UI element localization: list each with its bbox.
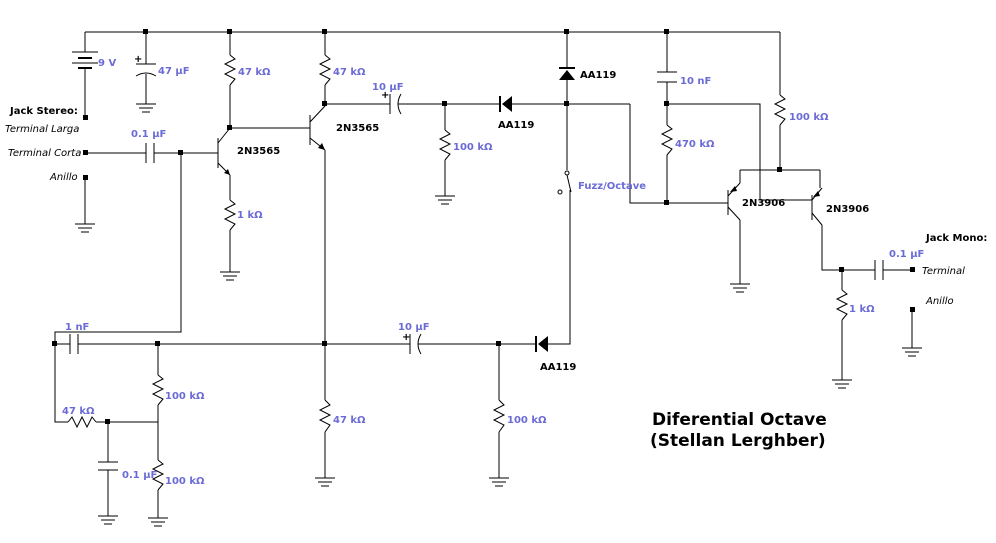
capacitor-c-coupling-bottom: + (402, 332, 422, 355)
r-diode-bottom-label: 100 kΩ (507, 415, 547, 426)
switch-fuzz-octave (557, 170, 572, 195)
jack-stereo-terminal-larga: Terminal Larga (5, 124, 79, 135)
battery-label: 9 V (98, 58, 116, 69)
diode-d2 (499, 96, 512, 112)
jack-mono-terminal: Terminal (922, 266, 965, 277)
resistor-r-bias-bottom (151, 459, 165, 491)
ground-symbols (75, 103, 922, 527)
resistor-r-diode-bottom (492, 399, 506, 433)
resistor-r-out (835, 289, 849, 321)
jack-stereo-heading: Jack Stereo: (9, 106, 78, 117)
q2-label: 2N3565 (336, 123, 379, 134)
r-bias-bottom-label: 100 kΩ (165, 476, 205, 487)
c-coupling-top-label: 10 µF (372, 82, 404, 93)
c-input-label: 0.1 µF (131, 129, 166, 140)
resistor-r-feedback (67, 415, 97, 429)
title-line2: (Stellan Lerghber) (650, 431, 826, 451)
capacitor-c-10n (657, 71, 677, 83)
c-supply-label: 47 µF (158, 66, 190, 77)
svg-text:+: + (402, 332, 410, 343)
jack-mono-heading: Jack Mono: (925, 233, 987, 244)
d2-label: AA119 (498, 120, 534, 131)
resistor-r-q2-emitter (318, 399, 332, 433)
r-feedback-label: 47 kΩ (62, 406, 95, 417)
resistor-r-bias-top (151, 374, 165, 406)
r-diode-top-label: 100 kΩ (453, 142, 493, 153)
capacitor-c-supply: + (134, 54, 157, 77)
r-q2-emitter-label: 47 kΩ (333, 415, 366, 426)
r-out-label: 1 kΩ (849, 304, 875, 315)
jack-mono-anillo: Anillo (925, 296, 954, 307)
r-q1-emitter-label: 1 kΩ (237, 210, 263, 221)
c-coupling-bottom-label: 10 µF (398, 322, 430, 333)
svg-text:+: + (134, 54, 142, 65)
resistor-r-q1-collector (223, 54, 237, 86)
svg-text:+: + (381, 90, 389, 101)
resistor-r-diff-pull (773, 94, 787, 126)
resistor-r-470k (660, 124, 674, 156)
c-1n-label: 1 nF (65, 322, 89, 333)
q1-label: 2N3565 (237, 146, 280, 157)
diode-d1 (559, 67, 575, 80)
jack-stereo-anillo: Anillo (49, 172, 78, 183)
jack-stereo-terminal-corta: Terminal Corta (8, 148, 81, 159)
capacitor-c-bias (98, 461, 118, 471)
q3-label: 2N3906 (742, 198, 785, 209)
c-bias-label: 0.1 µF (122, 470, 157, 481)
switch-label: Fuzz/Octave (578, 181, 646, 192)
diode-d3 (535, 336, 548, 352)
c-output-label: 0.1 µF (889, 249, 924, 260)
resistor-r-diode-top (438, 129, 452, 161)
capacitor-c-output (874, 260, 884, 280)
r-bias-top-label: 100 kΩ (165, 391, 205, 402)
r-q1-collector-label: 47 kΩ (238, 67, 271, 78)
q4-label: 2N3906 (826, 204, 869, 215)
r-diff-pull-label: 100 kΩ (789, 112, 829, 123)
junction-dots (52, 29, 915, 424)
d3-label: AA119 (540, 362, 576, 373)
capacitor-c-1n (69, 334, 79, 354)
title-line1: Diferential Octave (652, 410, 827, 430)
battery-symbol (72, 51, 98, 69)
transistor-arrows (224, 143, 820, 197)
capacitor-c-coupling-top: + (381, 90, 402, 115)
c-10n-label: 10 nF (680, 76, 711, 87)
resistor-r-q1-emitter (223, 199, 237, 231)
r-470k-label: 470 kΩ (675, 139, 715, 150)
resistor-r-q2-collector (318, 54, 332, 86)
d1-label: AA119 (580, 70, 616, 81)
capacitor-c-input (145, 143, 155, 163)
r-q2-collector-label: 47 kΩ (333, 67, 366, 78)
